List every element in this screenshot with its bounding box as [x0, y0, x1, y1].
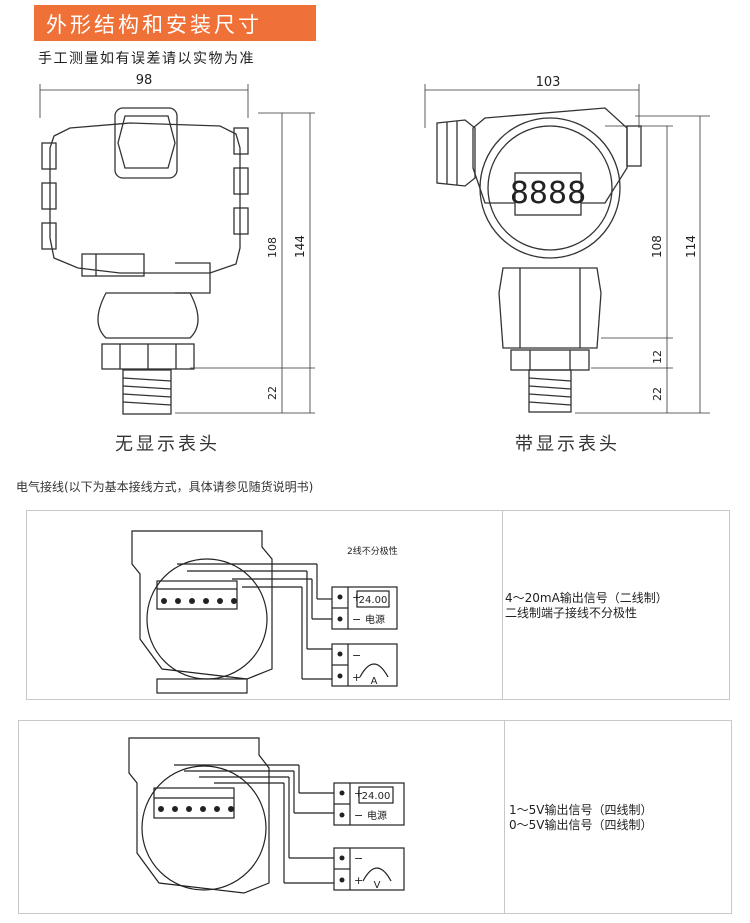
- description-line: 二线制端子接线不分极性: [505, 606, 638, 620]
- meter-unit: A: [371, 676, 378, 687]
- power-label: 电源: [365, 613, 385, 626]
- caption-with-display: 带显示表头: [515, 434, 620, 455]
- meter-unit: V: [374, 880, 381, 891]
- wiring-diagram-two-wire: 2线不分极性 + − 24.00 电源 − + A: [131, 530, 398, 694]
- dim-width-label: 98: [136, 73, 153, 88]
- description-line: 4～20mA输出信号（二线制）: [505, 591, 668, 605]
- dim-width-label: 103: [536, 75, 561, 90]
- plus-sign: +: [352, 591, 361, 604]
- dim-total-height-label: 114: [684, 235, 698, 258]
- dim-thread-label: 22: [651, 387, 664, 401]
- description-line: 0～5V输出信号（四线制）: [509, 818, 653, 832]
- panel-divider: [504, 721, 505, 913]
- minus-sign: −: [352, 613, 361, 626]
- wiring-section-title: 电气接线(以下为基本接线方式，具体请参见随货说明书): [16, 480, 314, 494]
- dim-thread-label: 22: [266, 386, 279, 400]
- power-label: 电源: [367, 809, 387, 822]
- dim-body-height-label: 108: [266, 237, 279, 258]
- plus-sign: +: [354, 874, 363, 887]
- panel-description: 4～20mA输出信号（二线制） 二线制端子接线不分极性: [505, 591, 668, 621]
- plus-sign: +: [352, 671, 361, 684]
- measurement-note: 手工测量如有误差请以实物为准: [38, 51, 255, 67]
- dim-neck-label: 12: [651, 350, 664, 364]
- minus-sign: −: [352, 649, 361, 662]
- dim-body-height-label: 108: [650, 235, 664, 258]
- wiring-panel-four-wire: + − 24.00 电源 − + V 1～5V输出信号（四线制） 0～5V输出信…: [18, 720, 732, 914]
- power-reading: 24.00: [359, 595, 388, 606]
- lcd-display: 8888: [510, 176, 586, 211]
- minus-sign: −: [354, 852, 363, 865]
- plus-sign: +: [354, 787, 363, 800]
- transmitter-no-display-drawing: 98 108 144 22: [39, 73, 315, 415]
- panel-description: 1～5V输出信号（四线制） 0～5V输出信号（四线制）: [509, 803, 652, 833]
- section-title-bar: 外形结构和安装尺寸: [34, 5, 316, 41]
- transmitter-with-display-drawing: 103 8888 108 114 12 22: [424, 75, 710, 414]
- description-line: 1～5V输出信号（四线制）: [509, 803, 653, 817]
- minus-sign: −: [354, 809, 363, 822]
- panel-divider: [502, 511, 503, 699]
- polarity-note: 2线不分极性: [347, 545, 398, 557]
- wiring-diagram-four-wire: + − 24.00 电源 − + V: [128, 737, 405, 894]
- caption-no-display: 无显示表头: [115, 434, 220, 455]
- power-reading: 24.00: [362, 791, 391, 802]
- wiring-panel-two-wire: 2线不分极性 + − 24.00 电源 − + A 4～20mA输出信号（二线制…: [26, 510, 730, 700]
- dim-total-height-label: 144: [293, 235, 307, 258]
- section-title: 外形结构和安装尺寸: [46, 13, 262, 37]
